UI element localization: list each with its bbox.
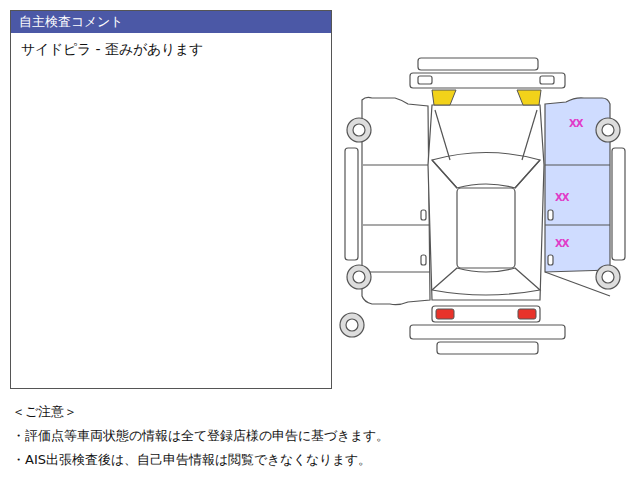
notice-text: ＜ご注意＞ xyxy=(12,404,77,420)
notice-text: ・評価点等車両状態の情報は全て登録店様の申告に基づきます。 xyxy=(12,428,389,444)
comment-box: 自主検査コメントサイドピラ - 歪みがあります xyxy=(10,10,332,389)
damage-mark: XX xyxy=(555,238,568,250)
damage-mark: XX xyxy=(555,192,568,204)
damage-mark: XX xyxy=(569,118,582,130)
box-body: サイドピラ - 歪みがあります xyxy=(11,33,331,65)
box-heading: 自主検査コメント xyxy=(11,11,331,33)
notice-text: ・AIS出張検査後は、自己申告情報は閲覧できなくなります。 xyxy=(12,452,371,468)
